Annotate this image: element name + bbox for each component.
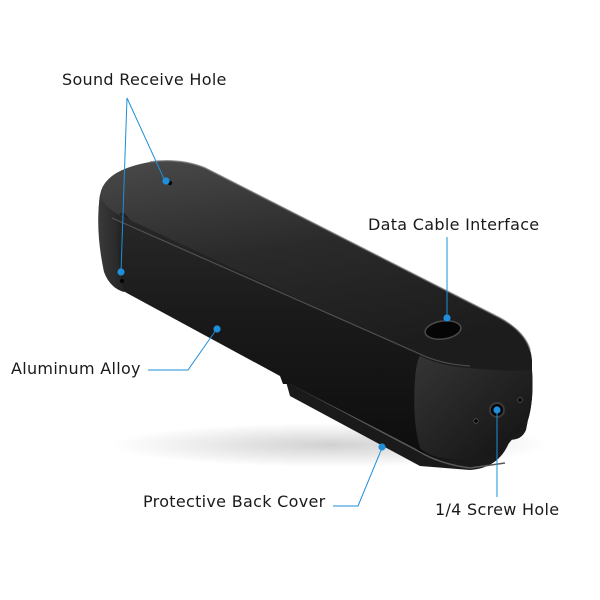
callout-alu bbox=[148, 329, 217, 371]
callout-lines bbox=[120, 97, 498, 507]
small-hole-right bbox=[517, 397, 523, 403]
back-cover-edge bbox=[283, 379, 506, 469]
dot-sound-top bbox=[162, 177, 170, 185]
label-screw-hole: 1/4 Screw Hole bbox=[435, 500, 560, 519]
label-aluminum-alloy: Aluminum Alloy bbox=[11, 359, 141, 378]
top-highlight bbox=[149, 160, 531, 351]
callout-sound-side bbox=[120, 97, 128, 273]
dot-sound-side bbox=[117, 268, 125, 276]
label-protective-back-cover: Protective Back Cover bbox=[143, 492, 326, 511]
device-left-end bbox=[98, 195, 130, 292]
callout-dots bbox=[117, 177, 501, 451]
dot-alu bbox=[213, 325, 221, 333]
dot-screw bbox=[493, 406, 501, 414]
edge-highlight bbox=[111, 217, 471, 367]
small-hole-left bbox=[473, 418, 479, 424]
dot-data bbox=[443, 314, 451, 322]
device-top-face bbox=[100, 160, 532, 371]
label-data-cable-interface: Data Cable Interface bbox=[368, 215, 540, 234]
device-right-end bbox=[414, 356, 533, 461]
dot-back bbox=[378, 443, 386, 451]
label-sound-receive-hole: Sound Receive Hole bbox=[62, 70, 227, 89]
sound-hole-side bbox=[119, 278, 125, 284]
data-cable-slot bbox=[424, 319, 462, 341]
callout-back bbox=[333, 447, 383, 507]
callout-sound-top bbox=[126, 97, 166, 182]
